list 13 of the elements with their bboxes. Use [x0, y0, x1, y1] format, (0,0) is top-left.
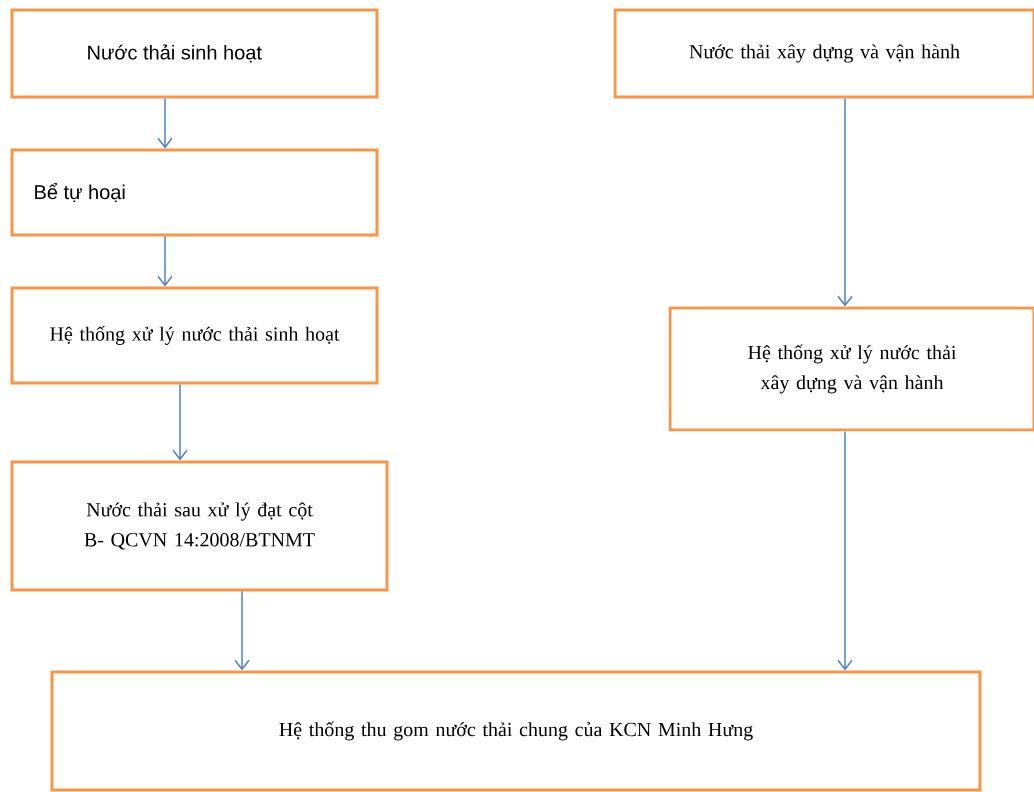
process-box: Hệ thống xử lý nước thải sinh hoạt	[10, 286, 379, 385]
process-box: Nước thải xây dựng và vận hành	[613, 8, 1034, 99]
process-box: Hệ thống thu gom nước thải chung của KCN Minh Hưng	[50, 670, 982, 792]
arrow	[157, 235, 173, 287]
process-box: Bể tự hoại	[10, 148, 379, 237]
process-box: Nước thải sinh hoạt	[10, 8, 379, 99]
process-box: Nước thải sau xử lý đạt cột B- QCVN 14:2008/BTNMT	[10, 460, 389, 592]
arrow	[172, 383, 188, 461]
arrow	[837, 97, 853, 307]
process-box: Hệ thống xử lý nước thải xây dựng và vận hành	[668, 306, 1034, 432]
arrow	[157, 97, 173, 149]
arrow	[837, 430, 853, 671]
arrow	[234, 590, 250, 671]
